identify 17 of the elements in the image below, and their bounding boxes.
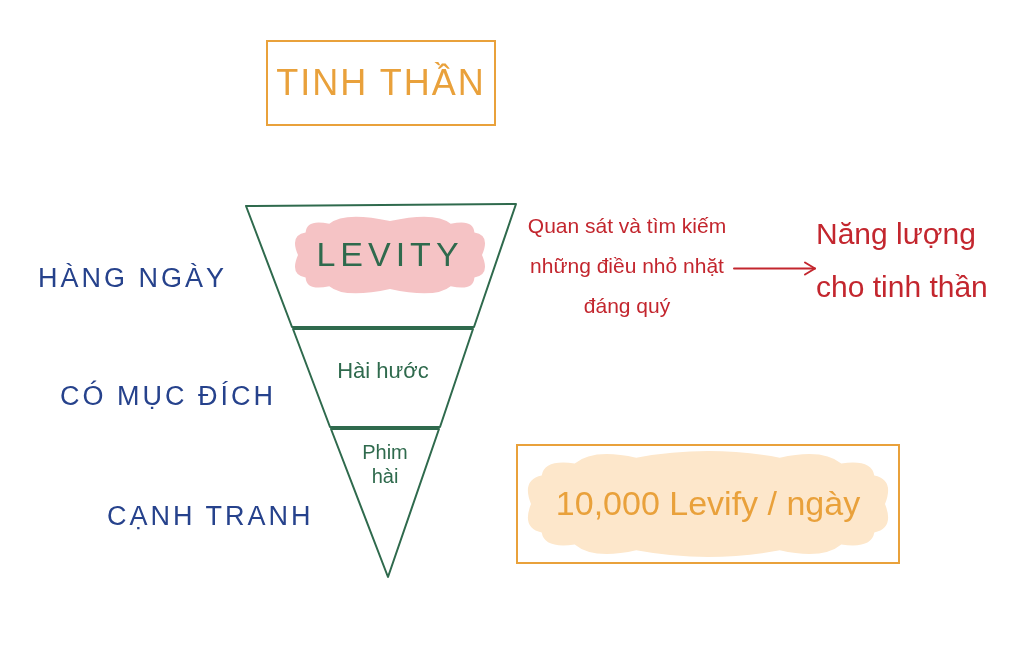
level-label: CẠNH TRANH bbox=[107, 500, 314, 533]
goal-frame bbox=[516, 444, 900, 564]
band-label: Hài hước bbox=[336, 358, 430, 385]
arrow bbox=[733, 261, 816, 276]
cloud-shape bbox=[292, 215, 488, 295]
title-text: TINH THẦN bbox=[276, 62, 486, 104]
result-text: Năng lượng cho tinh thần bbox=[816, 208, 1011, 313]
funnel-band bbox=[292, 328, 474, 428]
cloud-label: LEVITY bbox=[316, 235, 464, 275]
band-label: Phim hài bbox=[361, 440, 409, 488]
goal-text: 10,000 Levify / ngày bbox=[555, 484, 861, 524]
note-text: Quan sát và tìm kiếm những điều nhỏ nhặt đáng quý bbox=[522, 206, 732, 326]
level-label: HÀNG NGÀY bbox=[38, 262, 228, 295]
title-frame bbox=[266, 40, 496, 126]
funnel-band bbox=[330, 428, 440, 578]
funnel-band bbox=[245, 203, 517, 328]
level-label: CÓ MỤC ĐÍCH bbox=[60, 380, 276, 413]
